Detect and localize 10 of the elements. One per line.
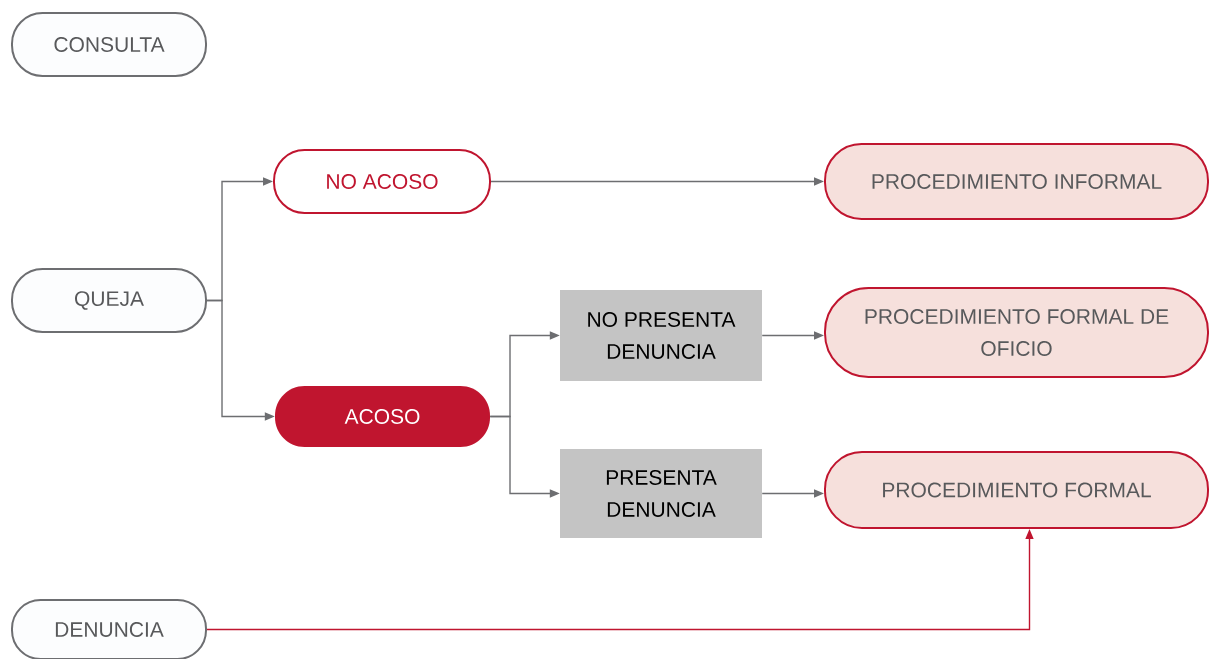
procedure-pill: PROCEDIMIENTO FORMAL DE OFICIO <box>824 287 1209 378</box>
decision-box: PRESENTA DENUNCIA <box>560 449 762 538</box>
terminal-pill: DENUNCIA <box>11 599 207 659</box>
procedure-pill: PROCEDIMIENTO FORMAL <box>824 451 1209 529</box>
outcome-pill: NO ACOSO <box>273 149 491 214</box>
decision-box: NO PRESENTA DENUNCIA <box>560 290 762 381</box>
terminal-pill: QUEJA <box>11 268 207 333</box>
terminal-pill: CONSULTA <box>11 12 207 77</box>
outcome-pill: ACOSO <box>275 386 490 447</box>
procedure-pill: PROCEDIMIENTO INFORMAL <box>824 143 1209 220</box>
